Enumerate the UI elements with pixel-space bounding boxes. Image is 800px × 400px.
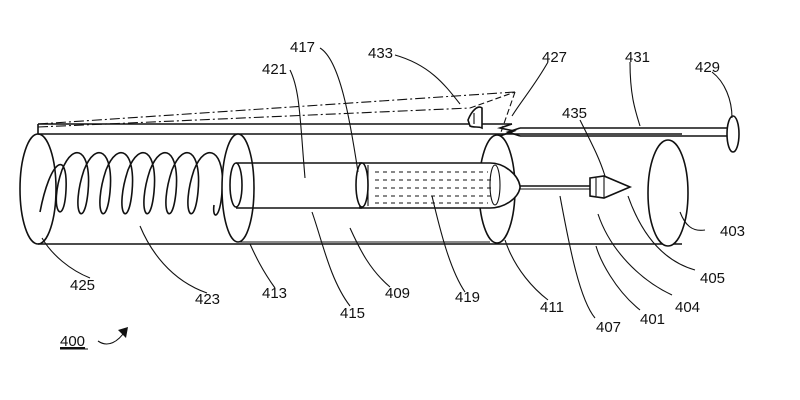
ref-417: 417 bbox=[290, 39, 315, 56]
figure-arrow-icon bbox=[97, 327, 128, 345]
ref-411: 411 bbox=[540, 299, 564, 316]
ref-403: 403 bbox=[720, 223, 745, 240]
needle bbox=[520, 185, 590, 190]
ref-429: 429 bbox=[695, 59, 720, 76]
ref-409: 409 bbox=[385, 285, 410, 302]
ref-415: 415 bbox=[340, 305, 365, 322]
ref-421: 421 bbox=[262, 61, 287, 78]
dash-dot-line bbox=[37, 91, 516, 136]
ref-401: 401 bbox=[640, 311, 665, 328]
ref-423: 423 bbox=[195, 291, 220, 308]
ref-427: 427 bbox=[542, 49, 567, 66]
ref-419: 419 bbox=[455, 289, 480, 306]
ref-405: 405 bbox=[700, 270, 725, 287]
ref-413: 413 bbox=[262, 285, 287, 302]
needle-tip-icon bbox=[589, 175, 633, 199]
ref-431: 431 bbox=[625, 49, 650, 66]
ref-407: 407 bbox=[596, 319, 621, 336]
coil-spring bbox=[39, 151, 224, 216]
outer-housing bbox=[19, 133, 689, 247]
plunger-rod bbox=[229, 162, 362, 209]
release-rod bbox=[496, 115, 740, 153]
reference-numerals: 421 417 433 427 431 429 435 403 405 404 … bbox=[60, 39, 745, 350]
latch-icon bbox=[467, 106, 483, 130]
figure-label: 400 bbox=[60, 333, 85, 350]
ref-425: 425 bbox=[70, 277, 95, 294]
ref-404: 404 bbox=[675, 299, 700, 316]
housing-top-line bbox=[37, 123, 512, 135]
leader-lines bbox=[41, 47, 733, 319]
syringe-barrel bbox=[355, 162, 521, 209]
ref-433: 433 bbox=[368, 45, 393, 62]
ref-435: 435 bbox=[562, 105, 587, 122]
medicament-fill bbox=[375, 171, 492, 204]
